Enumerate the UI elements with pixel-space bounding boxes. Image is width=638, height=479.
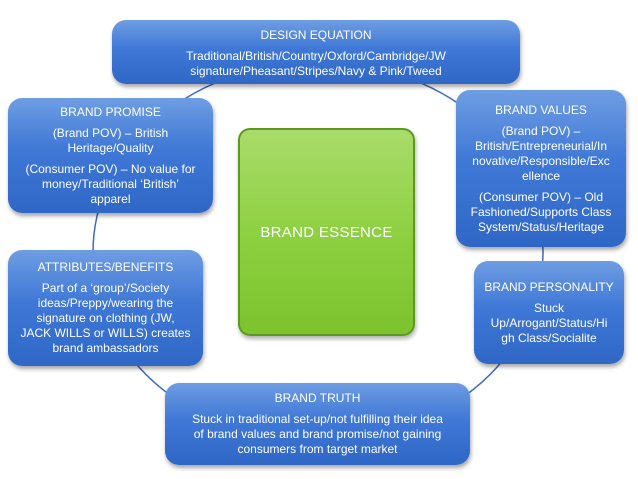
- brand-personality-title: BRAND PERSONALITY: [484, 279, 614, 294]
- brand-promise-line: (Brand POV) – British: [52, 125, 169, 140]
- brand-values-line: ellence: [521, 168, 560, 183]
- attributes-benefits-title: ATTRIBUTES/BENEFITS: [37, 260, 174, 274]
- brand-values-line: (Consumer POV) – Old: [478, 189, 604, 204]
- attributes-benefits-line: JACK WILLS or WILLS) creates: [20, 326, 191, 340]
- design-equation-title: DESIGN EQUATION: [260, 28, 372, 42]
- design-equation-text: Traditional/British/Country/Oxford/Cambr…: [186, 49, 446, 79]
- design-equation-line: Traditional/British/Country/Oxford/Cambr…: [186, 49, 446, 63]
- attributes-benefits-line: Part of a ‘group’/Society: [41, 281, 170, 295]
- brand-promise-box: BRAND PROMISE (Brand POV) – British Heri…: [8, 98, 213, 213]
- design-equation-box: DESIGN EQUATION Traditional/British/Coun…: [112, 20, 520, 84]
- brand-promise-consumer-pov: (Consumer POV) – No value for money/Trad…: [25, 162, 195, 207]
- brand-values-line: System/Status/Heritage: [477, 219, 605, 234]
- brand-promise-line: (Consumer POV) – No value for: [25, 161, 196, 176]
- attributes-benefits-line: signature on clothing (JW,: [36, 311, 175, 325]
- brand-values-line: British/Entrepreneurial/In: [474, 138, 608, 153]
- brand-values-title: BRAND VALUES: [495, 102, 587, 117]
- brand-promise-title: BRAND PROMISE: [60, 104, 161, 119]
- brand-personality-line: gh Class/Socialite: [501, 330, 597, 345]
- brand-values-brand-pov: (Brand POV) – British/Entrepreneurial/In…: [472, 124, 609, 184]
- attributes-benefits-box: ATTRIBUTES/BENEFITS Part of a ‘group’/So…: [8, 250, 203, 366]
- brand-values-consumer-pov: (Consumer POV) – Old Fashioned/Supports …: [471, 190, 612, 235]
- attributes-benefits-line: ideas/Preppy/wearing the: [37, 296, 174, 310]
- brand-promise-line: Heritage/Quality: [67, 140, 154, 155]
- brand-personality-line: Up/Arrogant/Status/Hi: [490, 315, 608, 330]
- brand-values-box: BRAND VALUES (Brand POV) – British/Entre…: [456, 90, 626, 247]
- brand-personality-line: Stuck: [533, 300, 564, 315]
- brand-personality-box: BRAND PERSONALITY Stuck Up/Arrogant/Stat…: [474, 261, 624, 364]
- brand-essence-label: BRAND ESSENCE: [260, 223, 393, 241]
- brand-values-line: (Brand POV) –: [501, 123, 581, 138]
- brand-promise-brand-pov: (Brand POV) – British Heritage/Quality: [53, 126, 168, 156]
- brand-values-line: Fashioned/Supports Class: [470, 204, 612, 219]
- brand-truth-box: BRAND TRUTH Stuck in traditional set-up/…: [165, 383, 470, 465]
- attributes-benefits-text: Part of a ‘group’/Society ideas/Preppy/w…: [20, 281, 190, 356]
- attributes-benefits-line: brand ambassadors: [52, 341, 159, 355]
- brand-promise-line: money/Traditional ‘British’: [42, 176, 179, 191]
- design-equation-line: signature/Pheasant/Stripes/Navy & Pink/T…: [190, 64, 442, 78]
- brand-truth-line: of brand values and brand promise/not ga…: [193, 427, 442, 441]
- brand-values-line: novative/Responsible/Exc: [472, 153, 610, 168]
- brand-truth-line: Stuck in traditional set-up/not fulfilli…: [192, 412, 443, 426]
- brand-truth-line: consumers from target market: [237, 442, 398, 456]
- brand-personality-text: Stuck Up/Arrogant/Status/Hi gh Class/Soc…: [491, 301, 608, 346]
- brand-promise-line: apparel: [90, 191, 131, 206]
- brand-truth-title: BRAND TRUTH: [274, 391, 361, 405]
- brand-truth-text: Stuck in traditional set-up/not fulfilli…: [192, 412, 443, 457]
- brand-essence-core: BRAND ESSENCE: [238, 128, 415, 336]
